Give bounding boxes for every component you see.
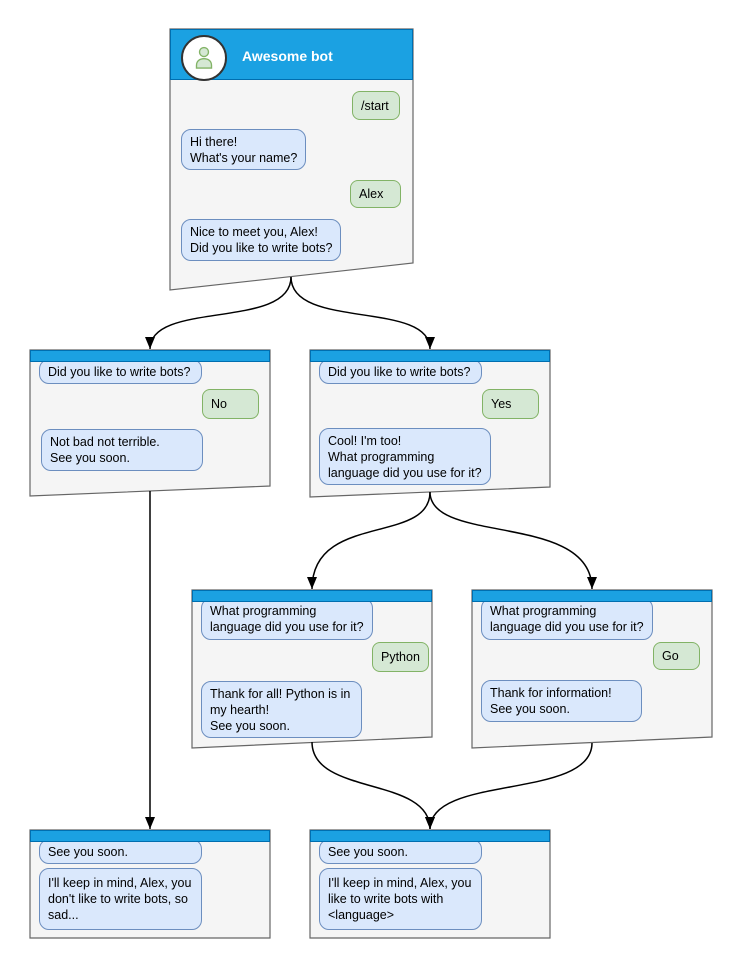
message-bubble-user: Python [372,642,429,672]
message-bubble-bot: Nice to meet you, Alex! Did you like to … [181,219,342,261]
chat-window-start: Awesome bot /start Hi there! What's your… [170,29,413,290]
chat-header-bar [310,350,550,362]
chat-header-bar [472,590,712,602]
message-bubble-bot: Did you like to write bots? [39,359,202,384]
message-bubble-user: Go [653,642,700,670]
chat-window-branch-yes: Did you like to write bots? Yes Cool! I'… [310,350,550,497]
message-bubble-bot: Thank for all! Python is in my hearth! S… [201,681,362,738]
message-bubble-bot: See you soon. [319,839,482,864]
message-bubble-user: /start [352,91,400,120]
message-bubble-user: Alex [350,180,401,208]
person-icon [195,46,213,69]
bot-title: Awesome bot [242,47,333,64]
connector-yes-to-python [307,491,431,590]
message-bubble-bot: See you soon. [39,839,202,864]
message-bubble-bot: What programming language did you use fo… [201,598,373,640]
chat-header: Awesome bot [170,29,413,81]
chat-header-bar [30,830,270,842]
message-bubble-bot: Hi there! What's your name? [181,129,307,170]
chat-window-lang-go: What programming language did you use fo… [472,590,712,748]
chat-window-end-no: See you soon. I'll keep in mind, Alex, y… [30,830,270,938]
message-bubble-user: No [202,389,259,419]
message-bubble-bot: Not bad not terrible. See you soon. [41,429,203,471]
connector-yes-to-go [429,491,597,590]
chat-window-branch-no: Did you like to write bots? No Not bad n… [30,350,270,496]
message-bubble-bot: I'll keep in mind, Alex, you like to wri… [319,868,482,930]
message-bubble-bot: Cool! I'm too! What programming language… [319,428,491,485]
chat-header-bar [310,830,550,842]
connector-go-to-end [425,742,593,830]
message-bubble-bot: Thank for information! See you soon. [481,680,642,722]
chat-header-bar [192,590,432,602]
message-bubble-user: Yes [482,389,539,419]
connector-start-to-yes [290,276,435,350]
chat-window-end-yes: See you soon. I'll keep in mind, Alex, y… [310,830,550,938]
chat-header-bar [30,350,270,362]
message-bubble-bot: I'll keep in mind, Alex, you don't like … [39,868,202,930]
avatar [181,35,227,81]
message-bubble-bot: What programming language did you use fo… [481,598,653,640]
connector-start-to-no [145,276,292,350]
message-bubble-bot: Did you like to write bots? [319,359,482,384]
connector-python-to-end [311,741,435,830]
chat-window-lang-python: What programming language did you use fo… [192,590,432,748]
